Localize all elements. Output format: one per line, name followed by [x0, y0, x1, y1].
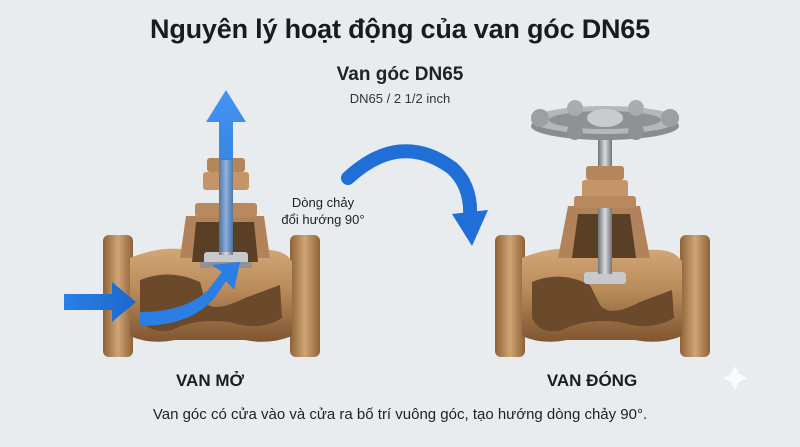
open-turn-arrow: [140, 262, 240, 326]
flow-note-line-1: Dòng chảy: [291, 195, 355, 210]
transition-arrow: [341, 144, 488, 246]
closed-left-flange: [495, 235, 525, 357]
handwheel-icon: [531, 100, 679, 140]
open-inflow-arrow: [64, 282, 136, 322]
page-title: Nguyên lý hoạt động của van góc DN65: [150, 14, 650, 44]
open-valve-label: VAN MỞ: [175, 371, 245, 390]
open-disc: [204, 252, 248, 264]
flow-note-line-2: đổi hướng 90°: [281, 212, 365, 227]
flow-note: Dòng chảy đổi hướng 90°: [268, 194, 378, 228]
caption: Van góc có cửa vào và cửa ra bố trí vuôn…: [152, 406, 648, 423]
open-right-flange: [290, 235, 320, 357]
valve-name: Van góc DN65: [336, 64, 464, 85]
open-valve: [64, 90, 320, 357]
valve-size: DN65 / 2 1/2 inch: [349, 91, 451, 106]
closed-valve-label: VAN ĐÓNG: [546, 371, 638, 390]
closed-valve: [495, 100, 710, 357]
closed-right-flange: [680, 235, 710, 357]
closed-disc: [584, 272, 626, 284]
sparkle-icon: [723, 366, 747, 390]
